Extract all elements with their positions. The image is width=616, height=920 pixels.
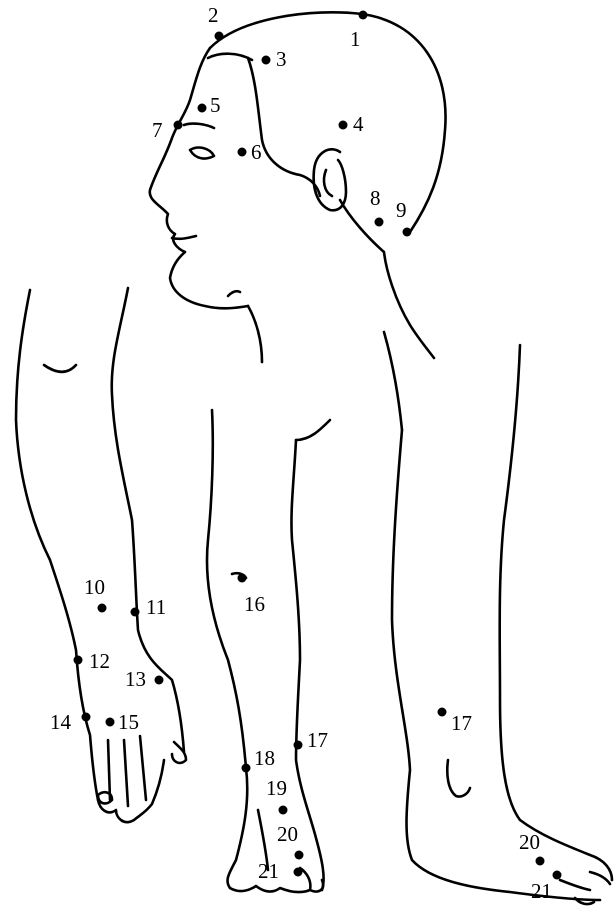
point-21b-label: 21 — [531, 879, 552, 903]
point-21a-label: 21 — [258, 859, 279, 883]
point-13-dot — [155, 676, 164, 685]
point-5-dot — [198, 104, 207, 113]
torso-outline — [296, 332, 402, 440]
point-7-label: 7 — [152, 118, 163, 142]
point-10-label: 10 — [84, 575, 105, 599]
point-17a-label: 17 — [307, 728, 328, 752]
point-14-label: 14 — [50, 710, 72, 734]
point-19-dot — [279, 806, 288, 815]
point-20a-dot — [295, 851, 304, 860]
point-18-dot — [242, 764, 251, 773]
point-6-label: 6 — [251, 140, 262, 164]
point-13-label: 13 — [125, 667, 146, 691]
point-3-label: 3 — [276, 47, 287, 71]
point-12-label: 12 — [89, 649, 110, 673]
point-16-label: 16 — [244, 592, 265, 616]
arm-outline — [16, 288, 186, 822]
right-leg-outline — [392, 345, 612, 904]
point-17a-dot — [294, 741, 303, 750]
point-15-dot — [106, 718, 115, 727]
center-leg-outline — [207, 410, 324, 892]
point-6-dot — [238, 148, 247, 157]
point-11-dot — [131, 608, 140, 617]
point-20a-label: 20 — [277, 822, 298, 846]
point-7-dot — [174, 121, 183, 130]
point-17b-dot — [438, 708, 447, 717]
point-16-dot — [238, 574, 247, 583]
point-21a-dot — [294, 868, 303, 877]
point-4-label: 4 — [353, 112, 364, 136]
point-10-dot — [98, 604, 107, 613]
point-2-dot — [215, 32, 224, 41]
point-15-label: 15 — [118, 710, 139, 734]
point-1-dot — [359, 11, 368, 20]
point-8-dot — [375, 218, 384, 227]
head-outline — [150, 12, 446, 362]
point-9-dot — [403, 228, 412, 237]
point-17b-label: 17 — [451, 711, 472, 735]
point-11-label: 11 — [146, 595, 166, 619]
point-1-label: 1 — [350, 27, 361, 51]
point-8-label: 8 — [370, 186, 381, 210]
point-20b-label: 20 — [519, 830, 540, 854]
point-18-label: 18 — [254, 746, 275, 770]
point-3-dot — [262, 56, 271, 65]
point-4-dot — [339, 121, 348, 130]
point-19-label: 19 — [266, 776, 287, 800]
point-2-label: 2 — [208, 3, 219, 27]
point-20b-dot — [536, 857, 545, 866]
point-12-dot — [74, 656, 83, 665]
point-5-label: 5 — [210, 93, 221, 117]
point-14-dot — [82, 713, 91, 722]
point-9-label: 9 — [396, 198, 407, 222]
point-21b-dot — [553, 871, 562, 880]
